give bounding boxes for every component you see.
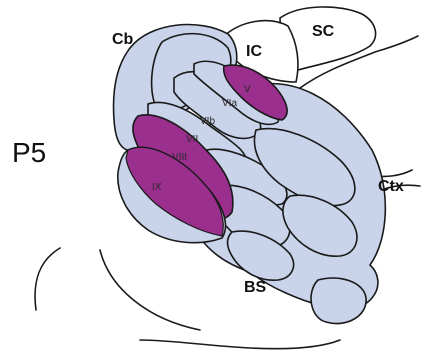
lobule-via-label: VIa [222,98,237,109]
lobule-vib-label: VIb [200,116,215,127]
stage-label: P5 [12,137,46,168]
lobule-viii-label: VIII [172,152,187,163]
superior-colliculus-label: SC [312,23,335,40]
outer-contour-bottom [140,340,340,349]
lobule-v-label: V [244,84,251,95]
outer-contour-curve [100,250,200,330]
cortex-label: Ctx [378,178,404,195]
pons-shape [311,278,366,324]
lobule-ix-label: IX [152,182,162,193]
inferior-colliculus-label: IC [246,43,262,60]
brainstem-label: BS [244,279,267,296]
outer-contour-left [35,248,60,310]
cerebellum-label: Cb [112,31,134,48]
lobule-vii-label: VII [186,134,198,145]
